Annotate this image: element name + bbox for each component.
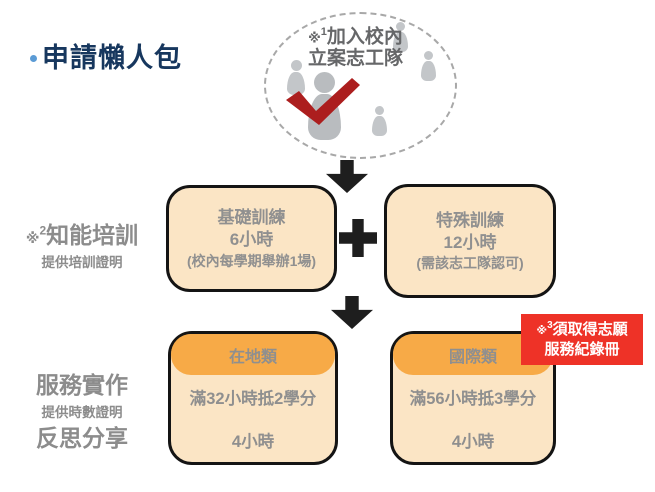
training-stage-title: ※2知能培訓	[25, 222, 139, 248]
special-training-hours: 12小時	[443, 232, 497, 252]
arrow-down-icon	[326, 160, 368, 193]
person-icon	[421, 51, 436, 81]
footnote-number: 1	[320, 26, 327, 38]
person-icon	[393, 22, 408, 52]
red-checkmark-icon	[286, 78, 360, 125]
international-service-hours: 4小時	[451, 433, 495, 451]
join-team-label-line2: 立案志工隊	[307, 47, 403, 69]
special-training-note: (需該志工隊認可)	[416, 255, 524, 271]
page-title-text: 申請懶人包	[42, 43, 182, 73]
service-stage-label: 服務實作 提供時數證明 反思分享	[6, 372, 158, 452]
join-team-label: ※1加入校內 立案志工隊	[266, 26, 445, 69]
record-book-badge: ※3須取得志願 服務紀錄冊	[521, 314, 643, 365]
footnote-number: 3	[547, 319, 553, 331]
page-title: 申請懶人包	[30, 36, 182, 75]
basic-training-box: 基礎訓練 6小時 (校內每學期舉辦1場)	[166, 185, 337, 292]
footnote-number: 2	[39, 223, 47, 238]
arrow-down-icon	[331, 296, 373, 329]
training-stage-subtitle: 提供培訓證明	[41, 254, 123, 270]
footnote-marker: ※	[536, 324, 548, 337]
basic-training-note: (校內每學期舉辦1場)	[186, 252, 317, 269]
local-service-header: 在地類	[171, 334, 335, 375]
footnote-marker: ※	[25, 230, 40, 246]
record-book-badge-line1: ※3須取得志願	[536, 319, 628, 338]
service-stage-subtitle: 提供時數證明	[41, 404, 123, 420]
basic-training-hours: 6小時	[229, 230, 274, 250]
record-book-badge-line2: 服務紀錄冊	[544, 341, 620, 358]
service-stage-title: 服務實作	[36, 372, 128, 398]
special-training-name: 特殊訓練	[436, 210, 504, 230]
person-icon	[287, 60, 305, 95]
footnote-marker: ※	[308, 30, 321, 46]
join-team-ellipse: ※1加入校內 立案志工隊	[264, 12, 457, 159]
reflection-stage-title: 反思分享	[36, 424, 128, 451]
training-stage-label: ※2知能培訓 提供培訓證明	[6, 222, 158, 271]
basic-training-name: 基礎訓練	[217, 208, 286, 228]
plus-icon	[339, 219, 377, 257]
person-icon	[372, 106, 387, 136]
special-training-box: 特殊訓練 12小時 (需該志工隊認可)	[384, 184, 556, 298]
bullet-icon	[30, 55, 37, 62]
international-service-credit: 滿56小時抵3學分	[409, 390, 537, 408]
local-service-box: 在地類 滿32小時抵2學分 4小時	[168, 331, 338, 465]
local-service-hours: 4小時	[231, 433, 275, 451]
join-team-label-line1: ※1加入校內	[308, 26, 403, 48]
local-service-credit: 滿32小時抵2學分	[189, 390, 317, 408]
